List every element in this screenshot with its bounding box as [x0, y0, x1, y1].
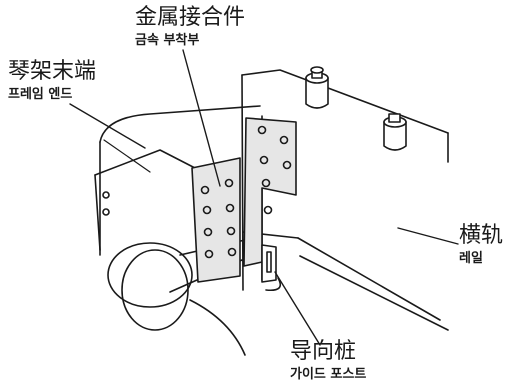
leader-line-metal-bracket: [182, 49, 221, 187]
leader-line-guide-post: [274, 271, 321, 346]
label-rail-zh: 横轨: [459, 223, 504, 248]
label-rail-ko: 레일: [459, 251, 483, 267]
label-guide-post: 导向桩 가이드 포스트: [290, 339, 367, 383]
leader-line-rail: [397, 227, 459, 245]
rail: [241, 69, 449, 331]
label-guide-post-zh: 导向桩: [290, 339, 357, 364]
label-frame-end-ko: 프레임 엔드: [8, 87, 73, 103]
label-metal-bracket: 金属接合件 금속 부착부: [135, 5, 246, 49]
leader-lines: [69, 49, 459, 346]
label-metal-bracket-zh: 金属接合件: [135, 5, 246, 30]
label-rail: 横轨 레일: [459, 223, 504, 267]
guide-post: [261, 244, 282, 292]
label-metal-bracket-ko: 금속 부착부: [135, 33, 200, 49]
label-frame-end: 琴架末端 프레임 엔드: [8, 59, 97, 103]
coiled-rings: [107, 242, 246, 356]
label-guide-post-ko: 가이드 포스트: [290, 367, 367, 383]
leader-line-frame-end: [69, 103, 146, 149]
frame-back-edge: [99, 105, 261, 256]
rail-connector-posts: [305, 66, 407, 151]
label-frame-end-zh: 琴架末端: [8, 59, 97, 84]
metal-bracket: [191, 117, 297, 283]
